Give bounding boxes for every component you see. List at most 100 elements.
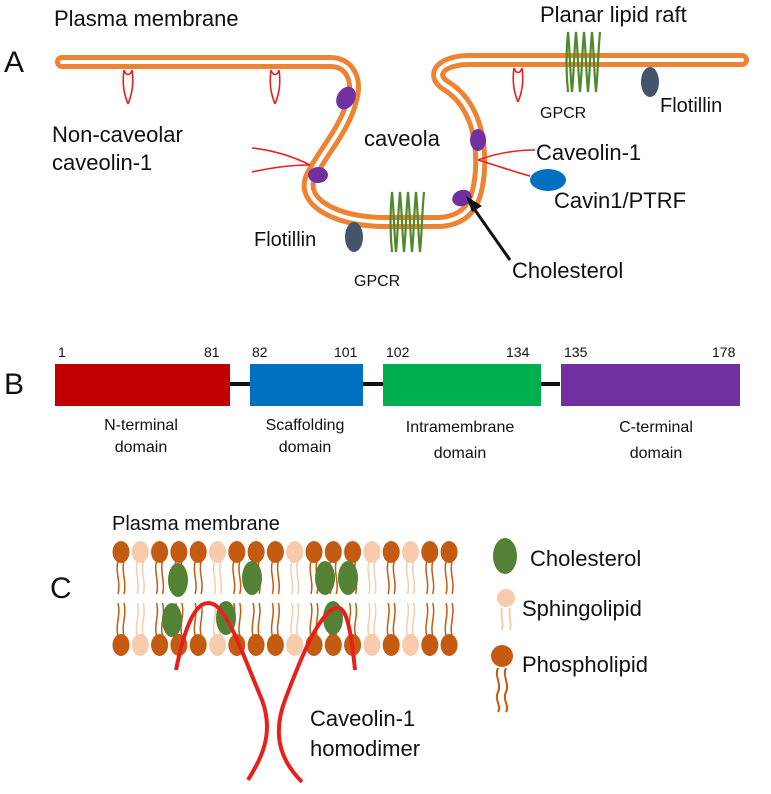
lipid-head xyxy=(112,634,130,656)
lipid-head xyxy=(189,541,207,563)
domain-label-3-line1: Intramembrane xyxy=(406,419,515,436)
domain-label-4-line2: domain xyxy=(630,445,682,462)
legend-sphingolipid-label: Sphingolipid xyxy=(522,596,642,621)
cavin-label: Cavin1/PTRF xyxy=(554,188,686,213)
domain-start-2: 82 xyxy=(252,344,268,360)
lipid-tail xyxy=(270,602,280,637)
cholesterol-icon xyxy=(242,561,262,595)
lipid-head xyxy=(421,541,439,563)
lipid-head xyxy=(382,634,400,656)
cholesterol-arrowhead-icon xyxy=(466,196,482,212)
lipid-tail xyxy=(290,602,300,637)
lipid-head xyxy=(170,541,188,563)
legend-phospholipid-tail-icon xyxy=(495,667,509,713)
lipid-head xyxy=(266,634,284,656)
domain-start-1: 1 xyxy=(58,344,66,360)
flotillin-caveola-icon xyxy=(345,222,363,252)
lipid-tail xyxy=(193,560,203,595)
caveolin1-label: Caveolin-1 xyxy=(536,140,641,165)
noncaveolar-label-line1: Non-caveolar xyxy=(52,122,183,147)
panel-b-letter: B xyxy=(4,368,24,401)
cholesterol-icon xyxy=(162,603,182,637)
lipid-head xyxy=(440,541,458,563)
legend-cholesterol-icon xyxy=(493,538,517,574)
plasma-membrane-label: Plasma membrane xyxy=(54,6,239,31)
lipid-head xyxy=(305,541,323,563)
lipid-head xyxy=(402,634,419,656)
lipid-tail xyxy=(386,560,396,595)
cholesterol-dot-icon-1 xyxy=(336,86,356,110)
lipid-head xyxy=(344,541,362,563)
domain-end-4: 178 xyxy=(712,344,736,360)
lipid-head xyxy=(324,634,342,656)
caveolin-wall-icon-1 xyxy=(251,147,311,173)
domain-label-2-line1: Scaffolding xyxy=(266,417,345,434)
lipid-head xyxy=(151,541,169,563)
lipid-head xyxy=(402,541,419,563)
gpcr-raft-label: GPCR xyxy=(540,105,586,122)
lipid-head xyxy=(286,541,304,563)
domain-label-1-line2: domain xyxy=(115,439,167,456)
domain-end-1: 81 xyxy=(204,344,220,360)
lipid-head xyxy=(228,541,246,563)
cholesterol-dot-icon-2 xyxy=(308,167,328,183)
lipid-tail xyxy=(309,602,319,637)
flotillin-caveola-label: Flotillin xyxy=(254,229,316,251)
lipid-head xyxy=(363,634,381,656)
caveolin-homodimer-icon xyxy=(174,601,357,784)
lipid-head xyxy=(209,541,226,563)
legend-sphingolipid-icon xyxy=(497,589,515,607)
c-terminal-domain-bar xyxy=(561,364,740,406)
lipid-tail xyxy=(386,602,396,637)
lipid-tail xyxy=(270,560,280,595)
caveolin-wall-icon-2 xyxy=(477,149,536,177)
panel-a: A Plasma membrane Planar lipid raft GPCR… xyxy=(4,2,749,290)
lipid-tail xyxy=(212,560,223,595)
cholesterol-label: Cholesterol xyxy=(512,258,623,283)
legend-phospholipid-icon xyxy=(491,645,513,667)
noncaveolar-caveolin-icon-2 xyxy=(269,69,281,105)
cholesterol-icon xyxy=(338,561,358,595)
caveola-label: caveola xyxy=(364,126,441,151)
lipid-tail xyxy=(251,602,261,637)
panel-c-letter: C xyxy=(50,572,72,605)
lipid-tail xyxy=(290,560,300,595)
legend-sphingolipid-tail-icon xyxy=(500,607,512,631)
lipid-tail xyxy=(367,560,377,595)
scaffolding-domain-bar xyxy=(250,364,363,406)
lipid-head xyxy=(131,541,149,563)
panel-a-letter: A xyxy=(4,46,24,79)
panel-b: B 1 81 82 101 102 134 135 178 N-terminal… xyxy=(4,344,740,462)
lipid-head xyxy=(247,634,265,656)
flotillin-raft-icon xyxy=(641,67,659,97)
lipid-head xyxy=(209,634,226,656)
intramembrane-domain-bar xyxy=(383,364,541,406)
domain-label-3-line2: domain xyxy=(434,445,486,462)
planar-raft-label: Planar lipid raft xyxy=(540,2,687,27)
lipid-tail xyxy=(135,560,145,595)
lipid-tail xyxy=(425,602,435,637)
lipid-head xyxy=(247,541,265,563)
lipid-head xyxy=(440,634,458,656)
lipid-head xyxy=(131,634,149,656)
lipid-tail xyxy=(135,602,145,637)
lipid-legend: Cholesterol Sphingolipid Phospholipid xyxy=(491,538,648,713)
lipid-head xyxy=(151,634,169,656)
cholesterol-arrow xyxy=(468,202,512,261)
legend-phospholipid-label: Phospholipid xyxy=(522,652,648,677)
lipid-head xyxy=(421,634,439,656)
lipid-head xyxy=(363,541,381,563)
lipid-tail xyxy=(232,560,242,595)
raft-caveolin-icon xyxy=(512,67,524,103)
legend-cholesterol-label: Cholesterol xyxy=(530,546,641,571)
panel-c-membrane-label: Plasma membrane xyxy=(112,513,280,535)
domain-start-4: 135 xyxy=(564,344,588,360)
domain-label-1-line1: N-terminal xyxy=(104,417,178,434)
cholesterol-dot-icon-3 xyxy=(470,129,486,151)
lipid-head xyxy=(382,541,400,563)
lipid-tail xyxy=(425,560,435,595)
lipid-head xyxy=(324,541,342,563)
homodimer-label-line2: homodimer xyxy=(310,736,420,761)
flotillin-raft-label: Flotillin xyxy=(660,95,722,117)
